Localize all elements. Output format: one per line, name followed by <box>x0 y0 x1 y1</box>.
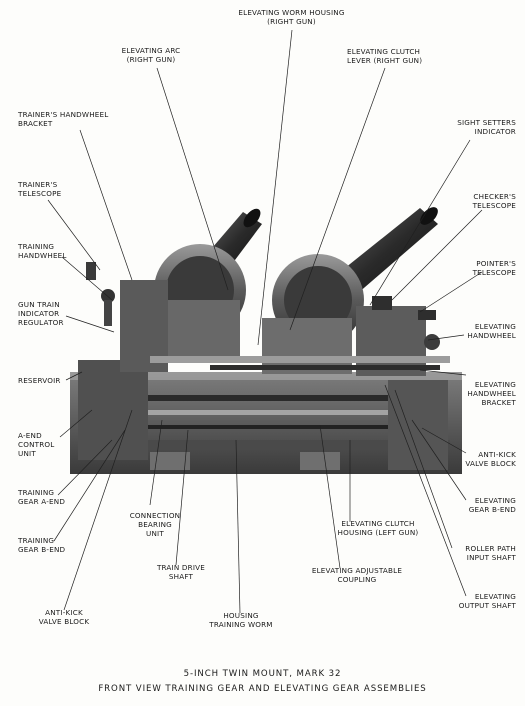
leader-lines <box>47 29 483 614</box>
label-sight-setters-indicator: SIGHT SETTERS INDICATOR <box>457 118 516 136</box>
mount-base <box>70 360 462 474</box>
label-training-gear-b-end: TRAINING GEAR B-END <box>18 536 66 554</box>
caption-subtitle: FRONT VIEW TRAINING GEAR AND ELEVATING G… <box>98 684 427 694</box>
right-gun <box>262 207 438 376</box>
label-a-end-control-unit: A-END CONTROL UNIT <box>18 431 55 458</box>
label-elevating-handwheel: ELEVATING HANDWHEEL <box>467 322 516 340</box>
label-trainers-telescope: TRAINER'S TELESCOPE <box>18 180 62 198</box>
label-elevating-gear-b-end: ELEVATING GEAR B-END <box>468 496 516 514</box>
left-gun <box>120 208 262 372</box>
caption-title: 5-INCH TWIN MOUNT, MARK 32 <box>183 669 342 679</box>
label-gun-train-indicator-regulator: GUN TRAIN INDICATOR REGULATOR <box>18 300 64 327</box>
label-checkers-telescope: CHECKER'S TELESCOPE <box>472 192 516 210</box>
label-pointers-telescope: POINTER'S TELESCOPE <box>472 259 516 277</box>
label-anti-kick-valve-block-left: ANTI-KICK VALVE BLOCK <box>38 608 90 626</box>
label-elevating-output-shaft: ELEVATING OUTPUT SHAFT <box>458 592 516 610</box>
label-trainers-handwheel-bracket: TRAINER'S HANDWHEEL BRACKET <box>18 110 109 128</box>
label-roller-path-input-shaft: ROLLER PATH INPUT SHAFT <box>465 544 516 562</box>
label-housing-training-worm: HOUSING TRAINING WORM <box>209 611 273 629</box>
label-elevating-adjustable-coupling: ELEVATING ADJUSTABLE COUPLING <box>311 566 403 584</box>
label-elevating-worm-housing-right-gun: ELEVATING WORM HOUSING (RIGHT GUN) <box>238 8 345 26</box>
label-training-gear-a-end: TRAINING GEAR A-END <box>18 488 66 506</box>
label-training-handwheel: TRAINING HANDWHEEL <box>18 242 67 260</box>
label-train-drive-shaft: TRAIN DRIVE SHAFT <box>156 563 206 581</box>
label-reservoir: RESERVOIR <box>18 376 61 385</box>
label-elevating-clutch-lever-right-gun: ELEVATING CLUTCH LEVER (RIGHT GUN) <box>347 47 423 65</box>
label-anti-kick-valve-block-right: ANTI-KICK VALVE BLOCK <box>465 450 516 468</box>
label-elevating-arc-right-gun: ELEVATING ARC (RIGHT GUN) <box>121 46 181 64</box>
label-connection-bearing-unit: CONNECTION BEARING UNIT <box>129 511 181 538</box>
label-elevating-handwheel-bracket: ELEVATING HANDWHEEL BRACKET <box>467 380 516 407</box>
label-elevating-clutch-housing-left-gun: ELEVATING CLUTCH HOUSING (LEFT GUN) <box>337 519 419 537</box>
